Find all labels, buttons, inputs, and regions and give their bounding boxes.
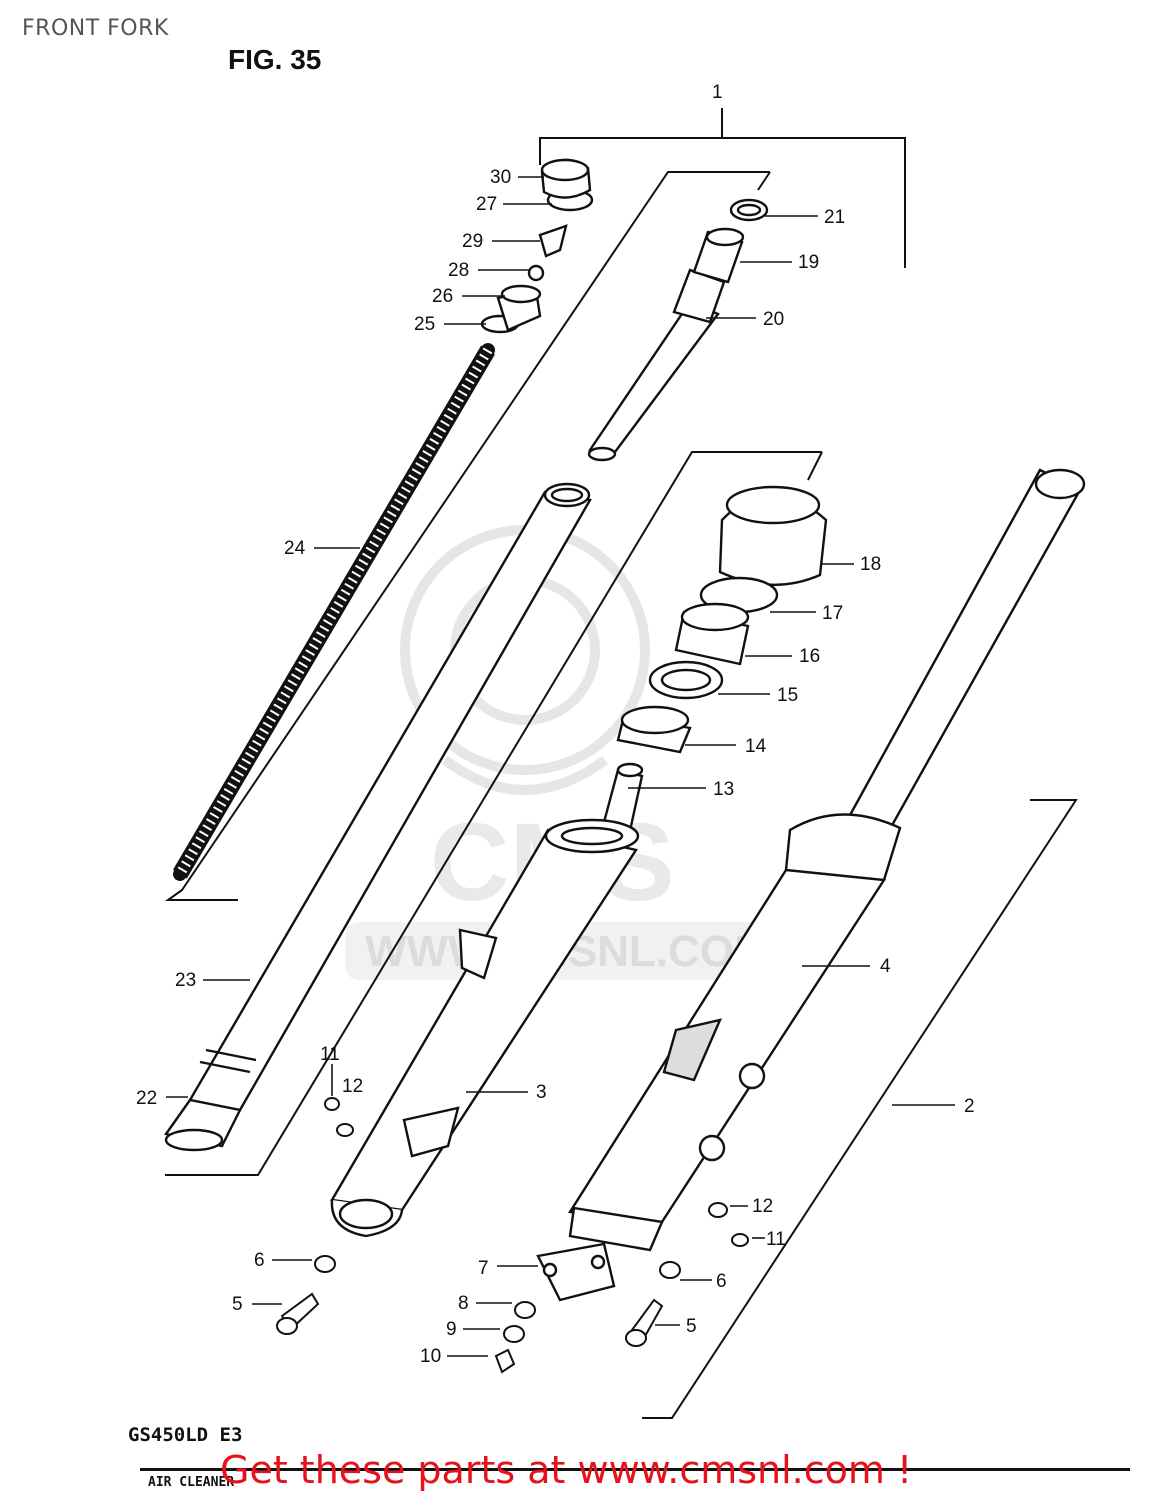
callout-28: 28 [448, 260, 469, 281]
right-fork-leg [567, 468, 1086, 1252]
callout-6-left: 6 [254, 1250, 265, 1271]
axle-holder [536, 1242, 616, 1302]
callout-30: 30 [490, 167, 511, 188]
assembly-brackets [164, 108, 1078, 1419]
callout-16: 16 [799, 646, 820, 667]
callout-17: 17 [822, 603, 843, 624]
bottom-strip: AIR CLEANER [140, 1468, 1130, 1503]
bottom-strip-text: AIR CLEANER [148, 1475, 235, 1490]
seal-stack [594, 485, 828, 860]
page-label: FRONT FORK [22, 16, 169, 41]
figure-title: FIG. 35 [228, 44, 322, 75]
callout-12-left: 12 [342, 1076, 363, 1097]
callout-1: 1 [712, 82, 723, 103]
callout-19: 19 [798, 252, 819, 273]
callout-21: 21 [824, 207, 845, 228]
callout-4: 4 [880, 956, 891, 977]
callout-27: 27 [476, 194, 497, 215]
fork-spring [173, 343, 495, 881]
callout-25: 25 [414, 314, 435, 335]
callout-2: 2 [964, 1096, 975, 1117]
callout-26: 26 [432, 286, 453, 307]
callout-23: 23 [175, 970, 196, 991]
model-label: GS450LD E3 [128, 1424, 243, 1446]
callout-6-right: 6 [716, 1271, 727, 1292]
inner-tube [163, 482, 592, 1152]
callout-15: 15 [777, 685, 798, 706]
callout-3: 3 [536, 1082, 547, 1103]
damper-rod [587, 198, 769, 462]
callout-22: 22 [136, 1088, 157, 1109]
callout-13: 13 [713, 779, 734, 800]
callout-11-right: 11 [766, 1229, 786, 1250]
callout-5-right: 5 [686, 1316, 697, 1337]
left-outer-tube [330, 818, 640, 1238]
callout-7: 7 [478, 1258, 489, 1279]
callout-5-left: 5 [232, 1294, 243, 1315]
top-cap-stack [480, 158, 594, 334]
callout-labels: 1 2 3 4 5 5 6 6 7 8 9 10 11 11 12 12 13 … [136, 82, 975, 1367]
callout-11-left: 11 [320, 1044, 340, 1065]
callout-20: 20 [763, 309, 784, 330]
callout-29: 29 [462, 231, 483, 252]
callout-14: 14 [745, 736, 767, 757]
callout-8: 8 [458, 1293, 469, 1314]
cta-link[interactable]: Get these parts at www.cmsnl.com ! [220, 1448, 913, 1492]
callout-12-right: 12 [752, 1196, 773, 1217]
callout-9: 9 [446, 1319, 457, 1340]
callout-18: 18 [860, 554, 881, 575]
callout-10: 10 [420, 1346, 441, 1367]
leader-lines [166, 176, 955, 1357]
fasteners [276, 1097, 749, 1374]
callout-24: 24 [284, 538, 306, 559]
